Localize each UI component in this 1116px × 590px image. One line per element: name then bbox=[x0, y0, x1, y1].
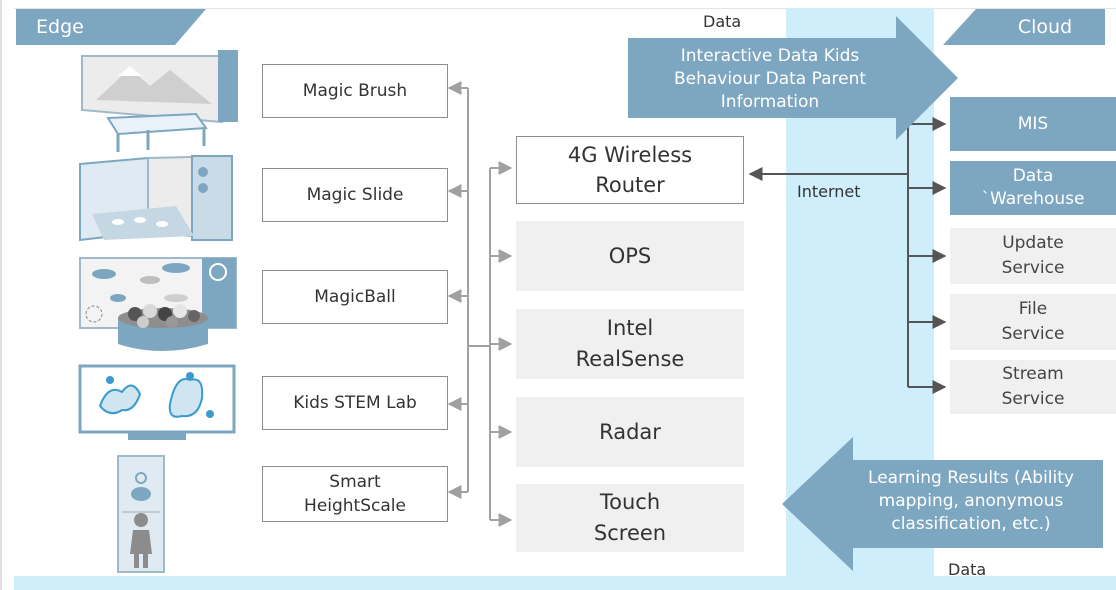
device-touch-screen: Touch Screen bbox=[516, 484, 744, 552]
cloud-mis-label: MIS bbox=[1017, 113, 1049, 134]
device-4g-wireless-router: 4G Wireless Router bbox=[516, 136, 744, 204]
cloud-update-service: Update Service bbox=[950, 228, 1116, 284]
kids-stem-lab-illustration bbox=[78, 364, 236, 440]
device-radar-label: Radar bbox=[599, 419, 661, 444]
app-kids-stem-lab: Kids STEM Lab bbox=[262, 376, 448, 430]
cloud-update-service-label: Update Service bbox=[1001, 233, 1065, 278]
device-intel-realsense: Intel RealSense bbox=[516, 309, 744, 379]
device-connectors bbox=[489, 161, 513, 527]
left-border bbox=[0, 0, 2, 590]
device-ops: OPS bbox=[516, 221, 744, 291]
magic-slide-illustration bbox=[79, 154, 233, 242]
cloud-header-shape bbox=[943, 9, 1105, 45]
device-realsense-label: Intel RealSense bbox=[575, 316, 685, 371]
app-magic-slide-label: Magic Slide bbox=[306, 185, 404, 205]
cloud-connectors bbox=[748, 117, 947, 394]
cloud-header: Cloud bbox=[1017, 16, 1073, 38]
cloud-stream-service: Stream Service bbox=[950, 360, 1116, 414]
upload-arrow-text: Interactive Data Kids Behaviour Data Par… bbox=[673, 46, 867, 112]
bottom-band bbox=[14, 576, 1116, 590]
cloud-file-service: File Service bbox=[950, 294, 1116, 350]
data-bottom-label: Data bbox=[948, 560, 987, 579]
download-data-arrow bbox=[782, 437, 1103, 571]
cloud-data-warehouse-label: Data `Warehouse bbox=[981, 166, 1085, 209]
device-router-label: 4G Wireless Router bbox=[567, 143, 693, 197]
device-radar: Radar bbox=[516, 397, 744, 467]
cloud-data-warehouse: Data `Warehouse bbox=[950, 161, 1116, 215]
edge-header-shape bbox=[16, 9, 206, 45]
upload-data-arrow bbox=[628, 16, 958, 140]
edge-header: Edge bbox=[36, 16, 84, 38]
internet-label: Internet bbox=[797, 182, 861, 201]
cloud-file-service-label: File Service bbox=[1001, 299, 1065, 344]
cloud-stream-service-label: Stream Service bbox=[1001, 364, 1065, 409]
app-magicball: MagicBall bbox=[262, 270, 448, 324]
smart-heightscale-illustration bbox=[117, 455, 165, 573]
app-smart-heightscale-label: Smart HeightScale bbox=[304, 472, 406, 516]
cloud-mis: MIS bbox=[950, 97, 1116, 151]
data-top-label: Data bbox=[703, 12, 742, 31]
magic-brush-illustration bbox=[81, 50, 238, 152]
magicball-illustration bbox=[79, 257, 237, 351]
app-magicball-label: MagicBall bbox=[314, 287, 396, 307]
app-smart-heightscale: Smart HeightScale bbox=[262, 466, 448, 522]
top-border bbox=[14, 8, 1116, 9]
app-magic-slide: Magic Slide bbox=[262, 168, 448, 222]
download-arrow-text: Learning Results (Ability mapping, anony… bbox=[868, 468, 1074, 534]
app-kids-stem-lab-label: Kids STEM Lab bbox=[293, 393, 417, 413]
app-magic-brush: Magic Brush bbox=[262, 64, 448, 118]
device-touch-screen-label: Touch Screen bbox=[593, 490, 667, 545]
edge-app-connectors bbox=[447, 81, 490, 499]
app-magic-brush-label: Magic Brush bbox=[302, 81, 408, 101]
device-ops-label: OPS bbox=[608, 243, 652, 268]
